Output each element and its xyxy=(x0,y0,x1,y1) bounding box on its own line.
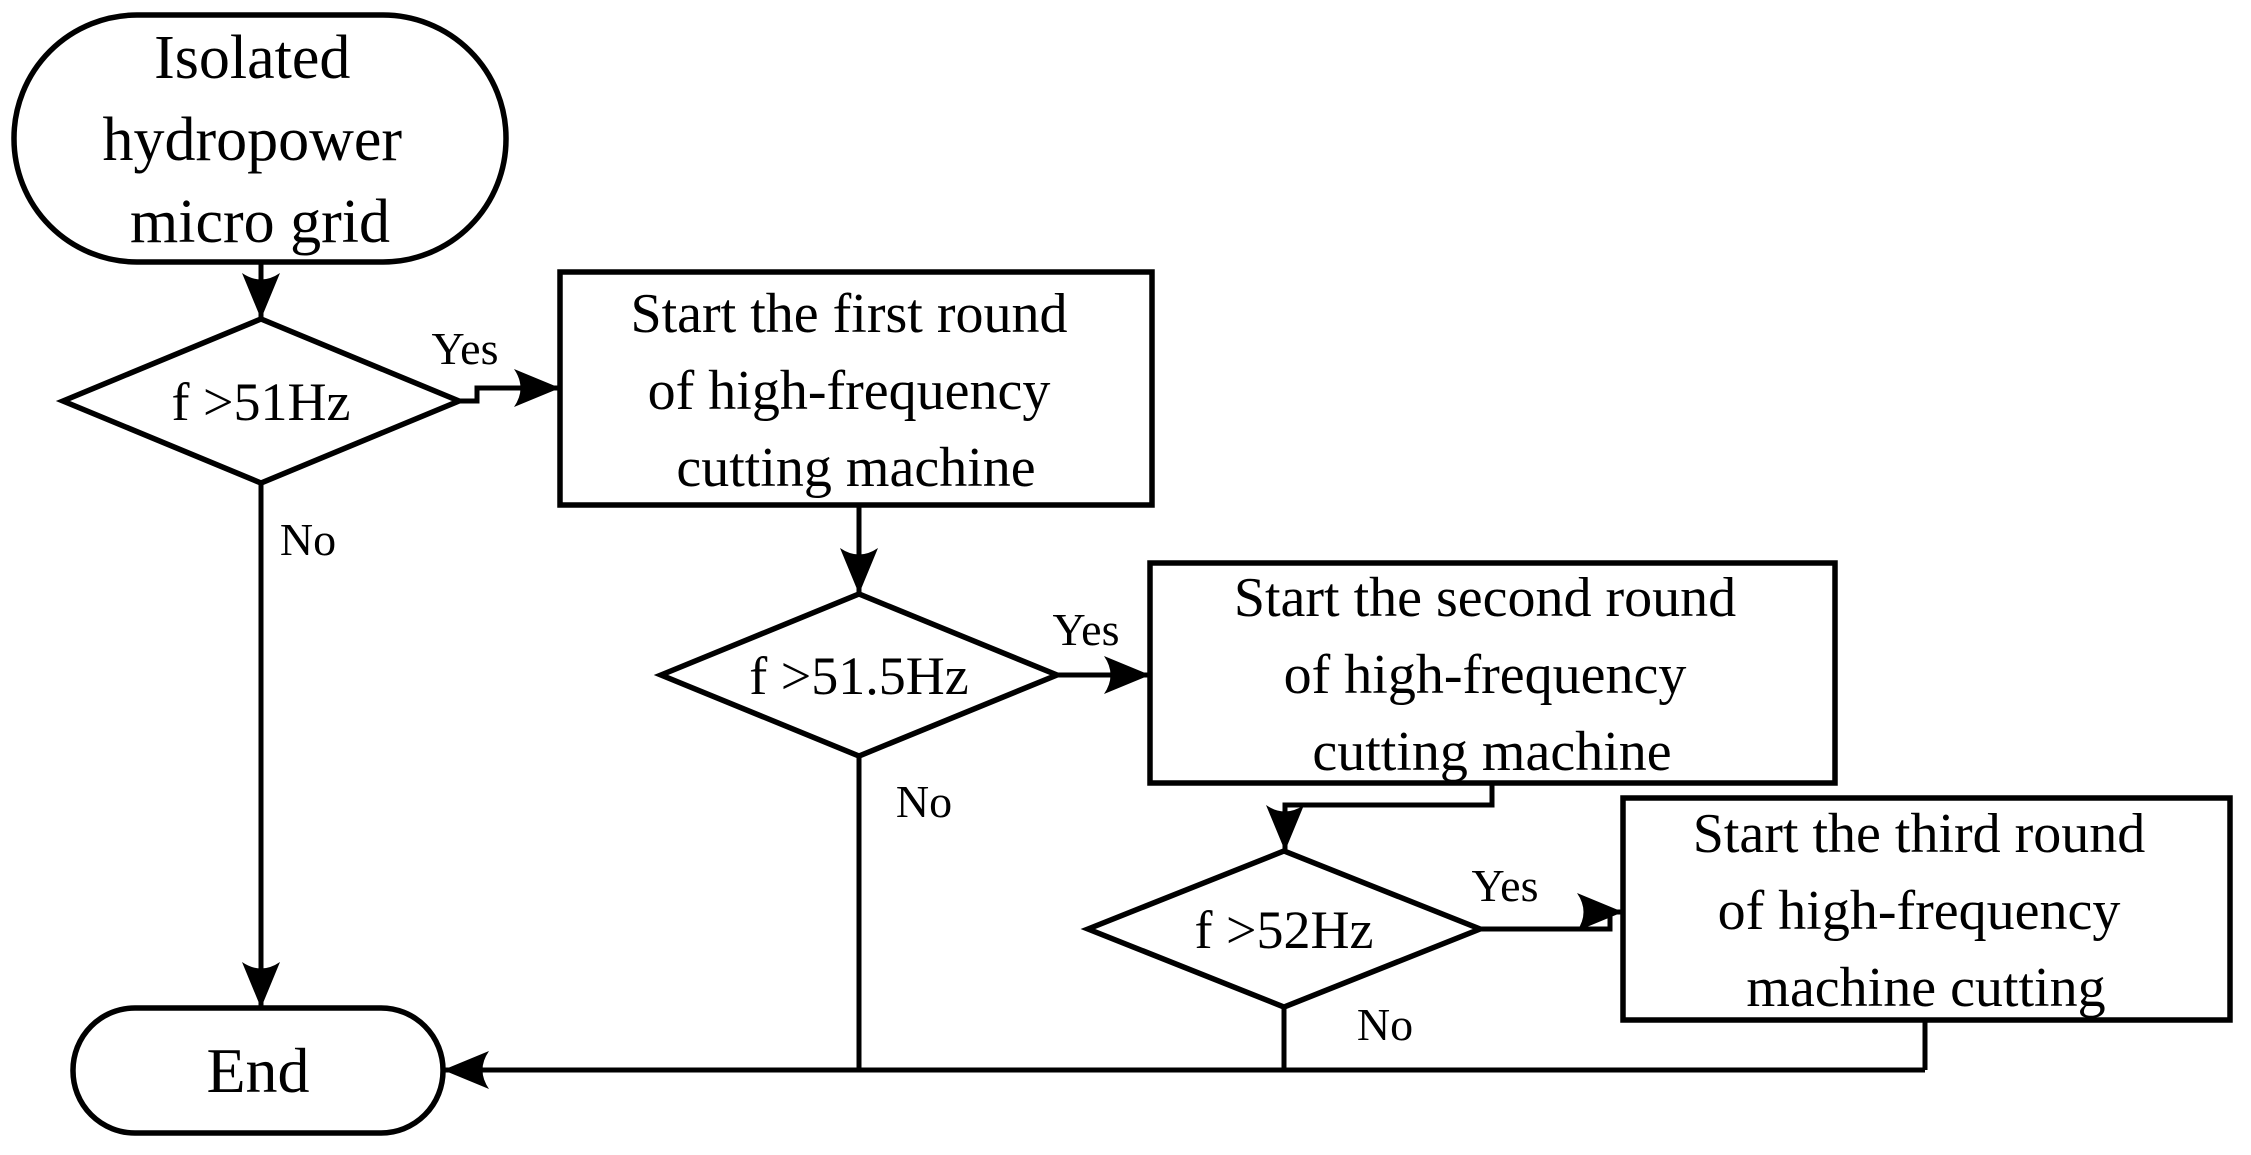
node-process2: Start the second round of high-frequency… xyxy=(1147,560,1838,786)
decision1-diamond-shape xyxy=(55,316,467,486)
edge-decision1-yes-to-process1 xyxy=(459,369,560,407)
edge-process2-to-decision3 xyxy=(1266,783,1495,851)
node-end: End xyxy=(70,1005,446,1136)
node-process1: Start the first round of high-frequency … xyxy=(557,269,1155,508)
node-decision1: f >51Hz xyxy=(55,316,467,486)
edge-decision3-yes-to-process3 xyxy=(1480,893,1623,932)
decision2-yes-label: Yes xyxy=(1053,604,1120,655)
decision3-diamond-shape xyxy=(1080,848,1488,1010)
process1-rect-shape xyxy=(557,269,1155,508)
end-label: End xyxy=(206,1035,309,1106)
process2-rect-shape xyxy=(1147,560,1838,786)
process1-label: Start the first round of high-frequency … xyxy=(630,283,1081,499)
end-terminator-shape xyxy=(70,1005,446,1136)
node-start: Isolated hydropower micro grid xyxy=(11,12,509,265)
decision2-label: f >51.5Hz xyxy=(749,646,968,706)
process3-rect-shape xyxy=(1620,795,2233,1023)
decision3-yes-label: Yes xyxy=(1472,860,1539,911)
process3-label: Start the third round of high-frequency … xyxy=(1693,803,2160,1019)
start-label: Isolated hydropower micro grid xyxy=(102,24,417,256)
decision2-no-label: No xyxy=(896,776,952,827)
decision3-label: f >52Hz xyxy=(1195,900,1374,960)
start-terminator-shape xyxy=(11,12,509,265)
decision1-label: f >51Hz xyxy=(172,372,351,432)
node-decision3: f >52Hz xyxy=(1080,848,1488,1010)
decision1-no-label: No xyxy=(280,514,336,565)
edges xyxy=(242,262,1928,1089)
decision1-yes-label: Yes xyxy=(432,323,499,374)
node-process3: Start the third round of high-frequency … xyxy=(1620,795,2233,1023)
edge-labels: Yes No Yes No Yes No xyxy=(280,323,1539,1050)
decision3-no-label: No xyxy=(1357,999,1413,1050)
node-decision2: f >51.5Hz xyxy=(653,591,1065,759)
decision2-diamond-shape xyxy=(653,591,1065,759)
process2-label: Start the second round of high-frequency… xyxy=(1234,567,1750,783)
